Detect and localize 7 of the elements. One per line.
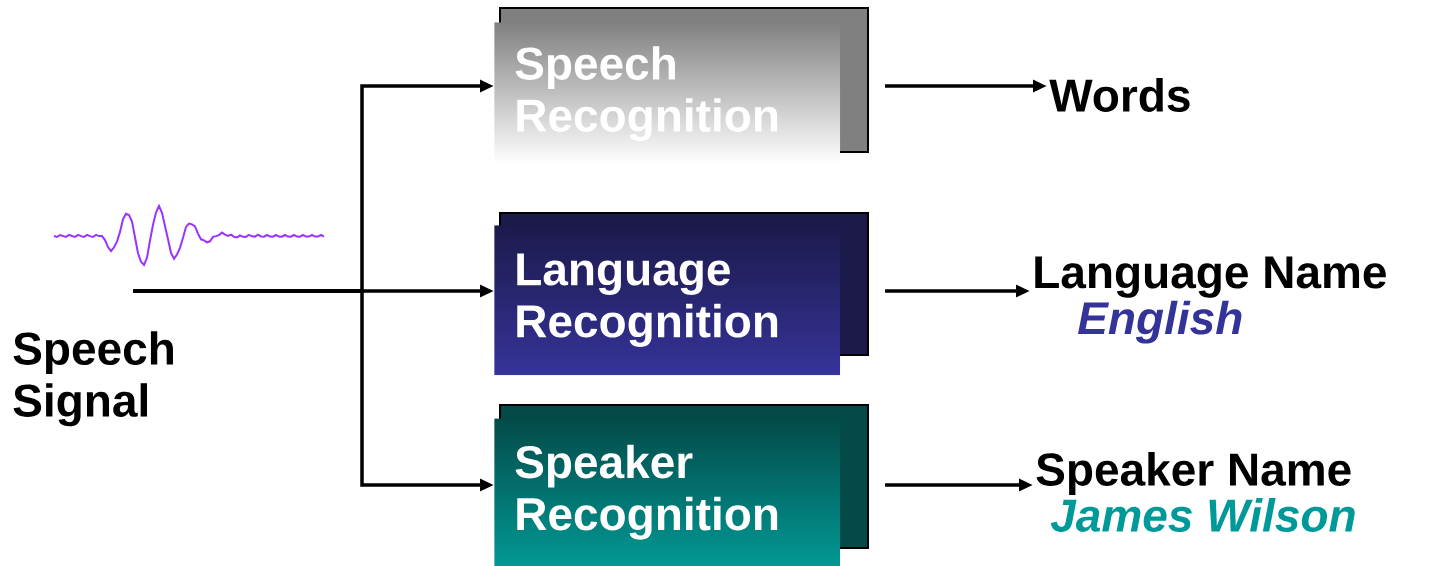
output-label: Words [1049, 78, 1190, 112]
process-box: Speech Recognition [494, 7, 869, 166]
process-box: Speaker Recognition [494, 404, 869, 566]
output-label: Language Name English [1035, 256, 1386, 344]
signal-label: Speech Signal [13, 331, 173, 427]
process-box: Language Recognition [494, 212, 869, 376]
output-label: Speaker Name James Wilson [1036, 452, 1355, 532]
